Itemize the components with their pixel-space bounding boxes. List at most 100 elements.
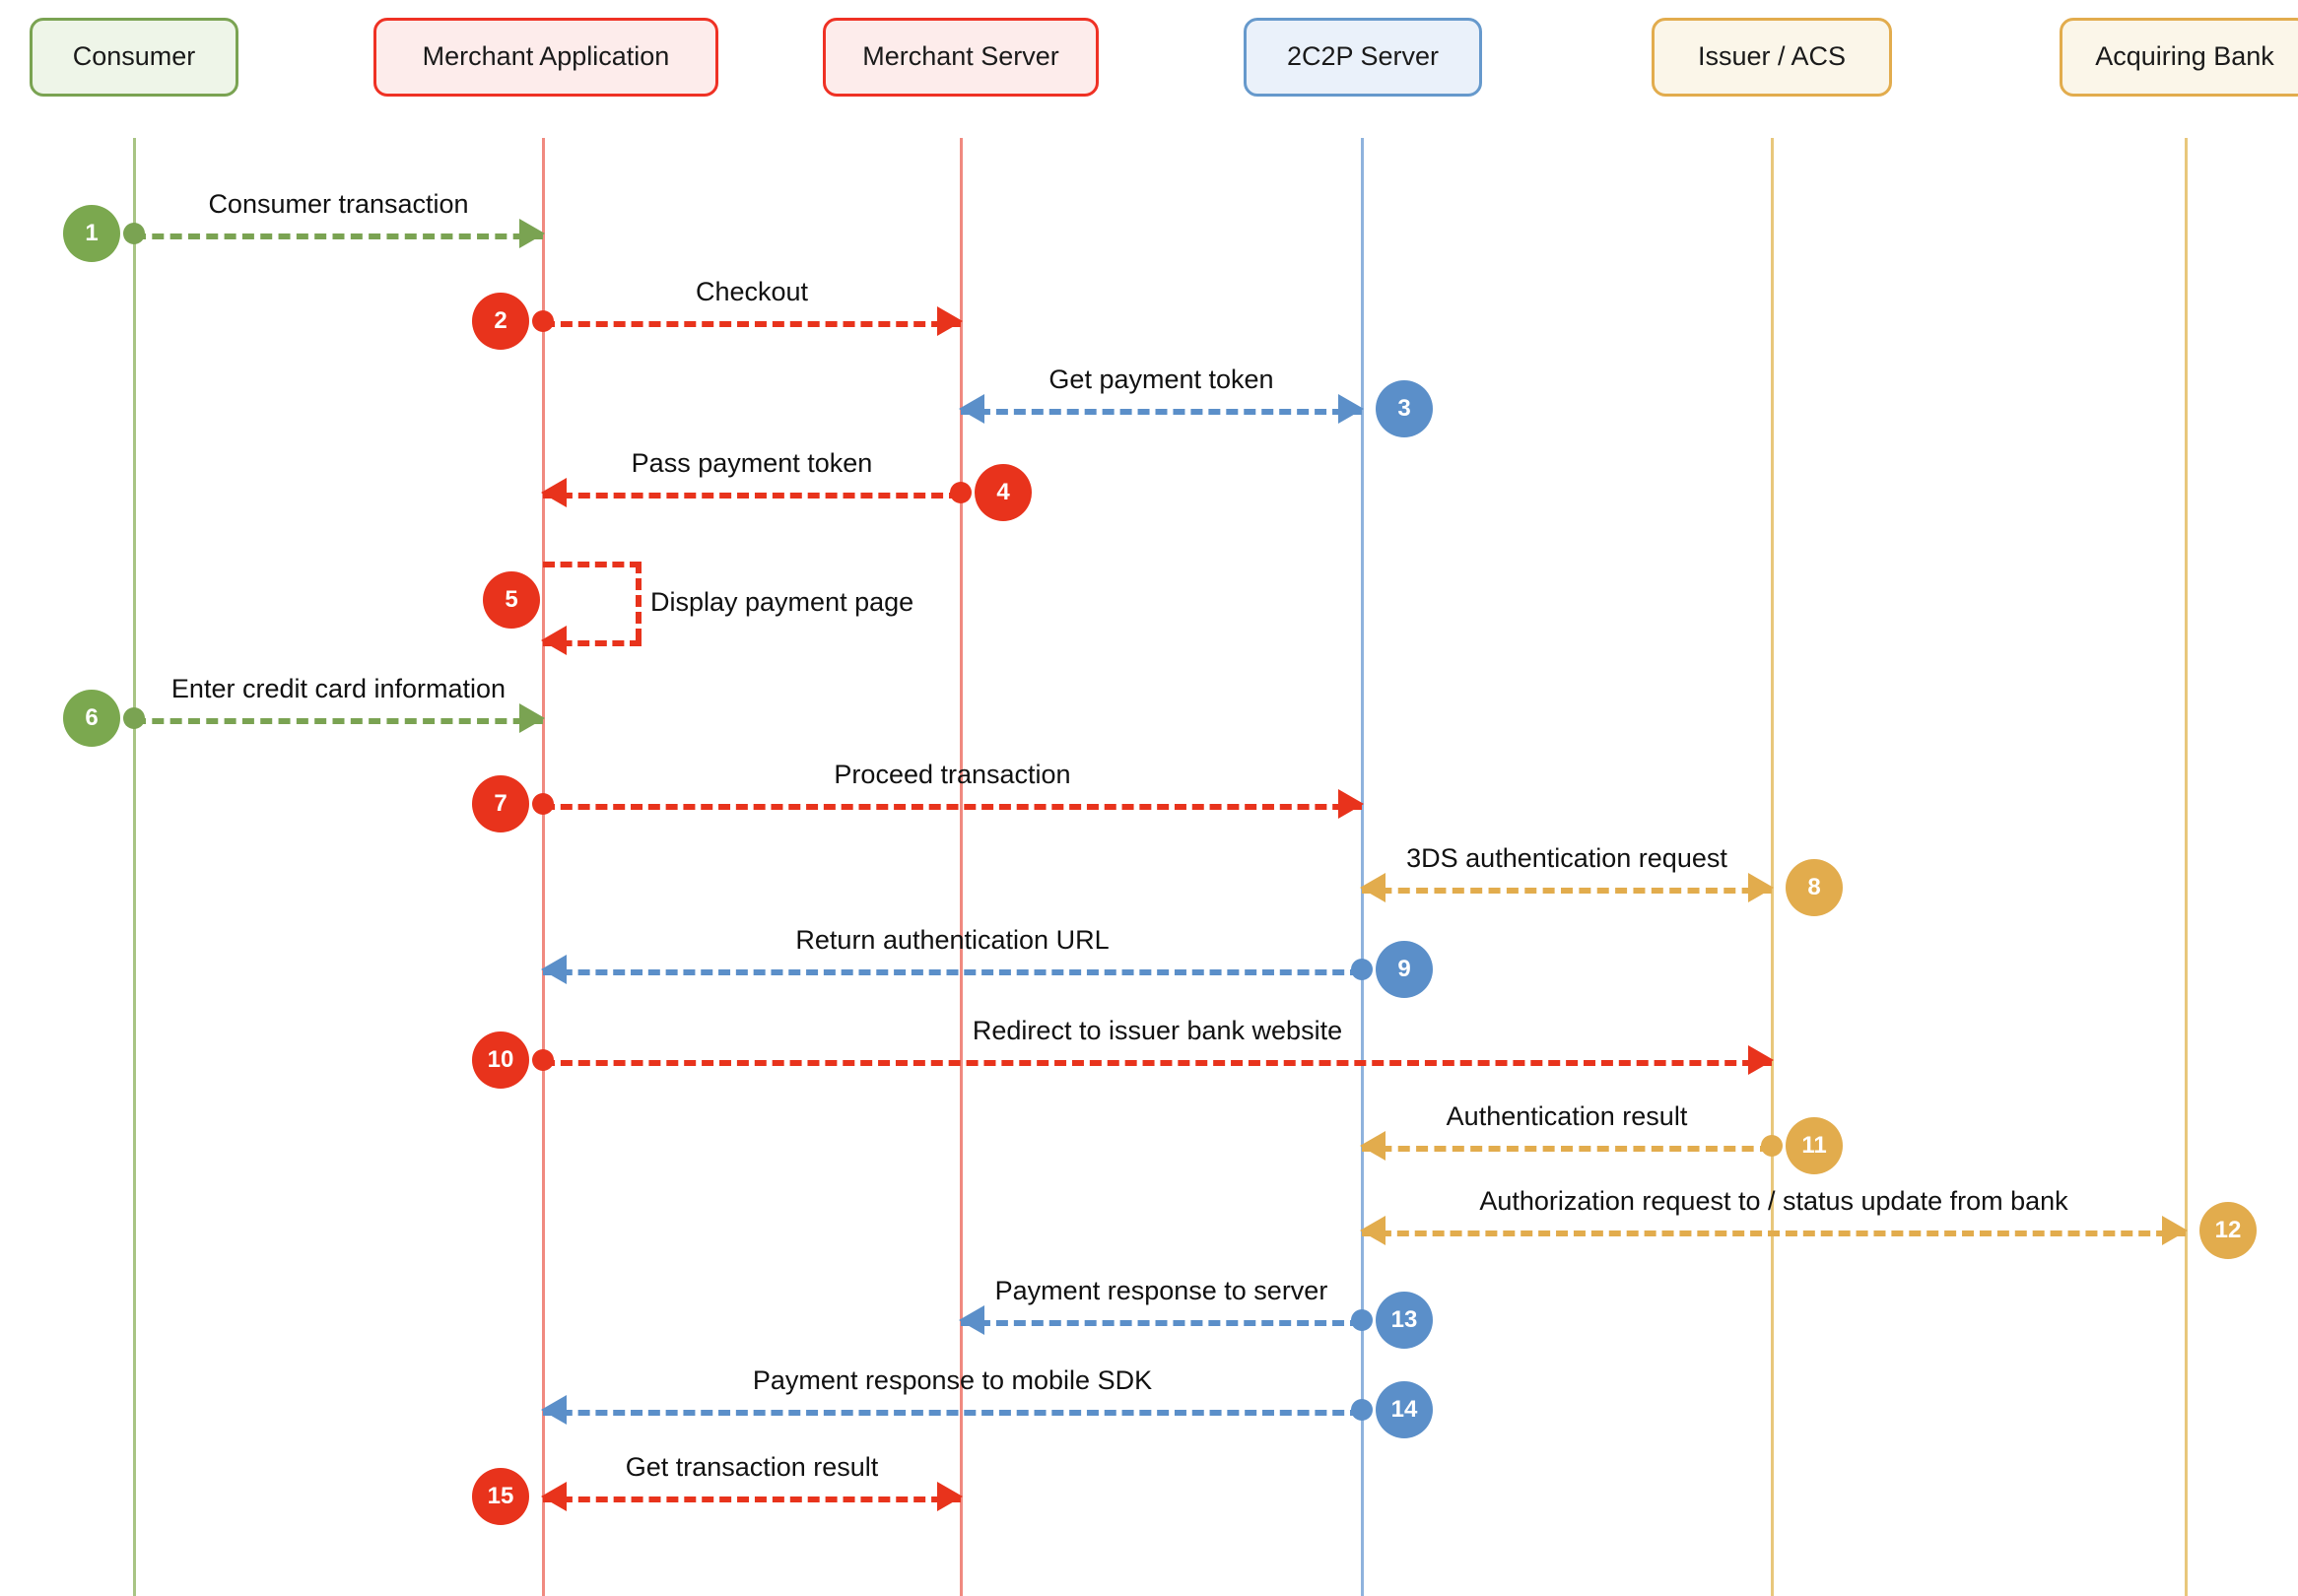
step-number: 11 (1801, 1132, 1827, 1159)
message-label: Get payment token (1048, 365, 1274, 394)
message-label: Pass payment token (631, 448, 873, 478)
step-number: 10 (487, 1046, 514, 1073)
source-dot (532, 793, 554, 815)
step-number: 15 (487, 1483, 514, 1509)
arrowhead-left (1360, 1131, 1386, 1161)
step-badge-4[interactable]: 4 (975, 464, 1032, 521)
arrowhead-right (937, 306, 963, 336)
message-line (961, 1320, 1362, 1326)
step-number: 9 (1397, 956, 1411, 982)
arrowhead-right (519, 219, 545, 248)
actor-box-server-2c2p[interactable]: 2C2P Server (1244, 18, 1482, 97)
step-badge-11[interactable]: 11 (1786, 1117, 1843, 1174)
step-number: 4 (996, 479, 1010, 505)
step-badge-14[interactable]: 14 (1376, 1381, 1433, 1438)
message-line (961, 409, 1362, 415)
actor-box-merchant-server[interactable]: Merchant Server (823, 18, 1099, 97)
arrowhead-left (959, 394, 984, 424)
step-badge-9[interactable]: 9 (1376, 941, 1433, 998)
actor-label: 2C2P Server (1286, 41, 1440, 72)
step-badge-8[interactable]: 8 (1786, 859, 1843, 916)
message-label: Consumer transaction (208, 189, 469, 219)
source-dot (532, 310, 554, 332)
self-message-label: Display payment page (650, 587, 914, 617)
message-label: Payment response to mobile SDK (752, 1365, 1153, 1395)
message-line (543, 804, 1362, 810)
lifeline-server-2c2p (1361, 138, 1364, 1596)
actor-label: Issuer / ACS (1697, 41, 1847, 72)
step-badge-5[interactable]: 5 (483, 571, 540, 629)
message-label: Authorization request to / status update… (1479, 1186, 2068, 1216)
message-line (543, 1496, 961, 1502)
arrowhead-right (1338, 789, 1364, 819)
arrowhead-right (519, 703, 545, 733)
message-label: Get transaction result (625, 1452, 879, 1482)
step-number: 12 (2214, 1217, 2242, 1243)
arrowhead-left (959, 1305, 984, 1335)
lifeline-acquiring-bank (2185, 138, 2188, 1596)
message-label: Authentication result (1446, 1101, 1688, 1131)
step-number: 1 (85, 220, 99, 246)
arrowhead-left (1360, 873, 1386, 902)
message-line (1362, 1230, 2186, 1236)
source-dot (1351, 1399, 1373, 1421)
actor-label: Merchant Server (862, 41, 1059, 72)
message-line (134, 718, 543, 724)
step-badge-12[interactable]: 12 (2199, 1202, 2257, 1259)
arrowhead-left (541, 478, 567, 507)
lifeline-issuer-acs (1771, 138, 1774, 1596)
message-line (543, 1060, 1772, 1066)
lifeline-merchant-app (542, 138, 545, 1596)
step-number: 7 (494, 790, 507, 817)
actor-box-consumer[interactable]: Consumer (30, 18, 238, 97)
source-dot (1351, 959, 1373, 980)
step-badge-1[interactable]: 1 (63, 205, 120, 262)
arrowhead-left (1360, 1216, 1386, 1245)
source-dot (532, 1049, 554, 1071)
arrowhead-left (541, 1395, 567, 1425)
step-badge-7[interactable]: 7 (472, 775, 529, 832)
arrowhead-right (2162, 1216, 2188, 1245)
step-number: 8 (1807, 874, 1821, 900)
source-dot (950, 482, 972, 503)
arrowhead-right (1748, 873, 1774, 902)
actor-label: Acquiring Bank (2095, 41, 2274, 72)
message-line (134, 233, 543, 239)
message-label: Proceed transaction (834, 760, 1071, 789)
actor-box-issuer-acs[interactable]: Issuer / ACS (1652, 18, 1892, 97)
message-line (543, 1410, 1362, 1416)
message-line (1362, 1146, 1772, 1152)
step-number: 5 (505, 586, 518, 613)
self-message-right-segment (636, 562, 642, 640)
actor-box-acquiring-bank[interactable]: Acquiring Bank (2060, 18, 2298, 97)
step-number: 14 (1390, 1396, 1418, 1423)
message-line (543, 969, 1362, 975)
self-message-bottom-segment (543, 640, 642, 646)
actor-label: Consumer (72, 41, 196, 72)
step-badge-10[interactable]: 10 (472, 1031, 529, 1089)
message-label: 3DS authentication request (1406, 843, 1727, 873)
arrowhead-left (541, 1482, 567, 1511)
arrowhead-left (541, 955, 567, 984)
source-dot (123, 223, 145, 244)
message-line (543, 493, 961, 499)
step-number: 3 (1397, 395, 1411, 422)
step-badge-2[interactable]: 2 (472, 293, 529, 350)
message-line (543, 321, 961, 327)
message-label: Return authentication URL (795, 925, 1110, 955)
self-message-top-segment (543, 562, 642, 567)
self-message-5[interactable] (541, 562, 642, 655)
source-dot (123, 707, 145, 729)
message-line (1362, 888, 1772, 894)
lifeline-merchant-server (960, 138, 963, 1596)
step-badge-15[interactable]: 15 (472, 1468, 529, 1525)
step-badge-13[interactable]: 13 (1376, 1292, 1433, 1349)
step-badge-3[interactable]: 3 (1376, 380, 1433, 437)
message-label: Checkout (695, 277, 809, 306)
source-dot (1351, 1309, 1373, 1331)
step-badge-6[interactable]: 6 (63, 690, 120, 747)
actor-box-merchant-app[interactable]: Merchant Application (373, 18, 718, 97)
message-label: Enter credit card information (170, 674, 507, 703)
arrowhead-right (1338, 394, 1364, 424)
